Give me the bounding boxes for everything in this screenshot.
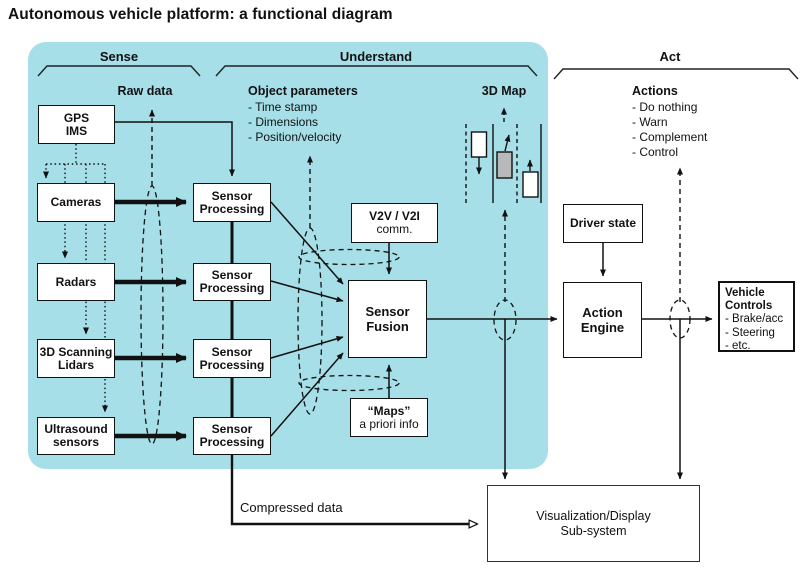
action-item: - Do nothing bbox=[632, 100, 698, 114]
vehicle-controls-title: Vehicle Controls bbox=[725, 287, 773, 313]
action-junction-ellipse bbox=[669, 299, 691, 339]
section-label-understand: Understand bbox=[339, 49, 413, 64]
box-visualization-subsystem: Visualization/Display Sub-system bbox=[487, 485, 700, 562]
label-raw-data: Raw data bbox=[117, 84, 173, 98]
maps-line1: “Maps” bbox=[367, 403, 411, 418]
action-item: - Control bbox=[632, 145, 679, 159]
object-parameters-title: Object parameters bbox=[248, 84, 358, 98]
object-parameter-item: - Position/velocity bbox=[248, 130, 342, 144]
box-radars: Radars bbox=[37, 263, 115, 301]
action-item: - Warn bbox=[632, 115, 668, 129]
label-compressed-data: Compressed data bbox=[240, 500, 343, 515]
vehicle-controls-item: - etc. bbox=[725, 339, 751, 352]
box-ultrasound-sensors: Ultrasound sensors bbox=[37, 417, 115, 455]
box-maps-apriori: “Maps” a priori info bbox=[350, 398, 428, 437]
box-sensor-processing-3: Sensor Processing bbox=[193, 339, 271, 378]
vehicle-controls-item: - Brake/acc bbox=[725, 313, 784, 326]
vehicle-controls-item: - Steering bbox=[725, 326, 775, 339]
act-brace bbox=[553, 68, 799, 80]
section-label-act: Act bbox=[659, 49, 681, 64]
box-gps-ims: GPS IMS bbox=[38, 105, 115, 144]
label-actions: Actions - Do nothing - Warn - Complement… bbox=[632, 84, 707, 160]
box-driver-state: Driver state bbox=[563, 204, 643, 243]
box-sensor-fusion: Sensor Fusion bbox=[348, 280, 427, 358]
label-3d-map: 3D Map bbox=[481, 84, 527, 98]
box-cameras: Cameras bbox=[37, 183, 115, 222]
label-object-parameters: Object parameters - Time stamp - Dimensi… bbox=[248, 84, 358, 145]
box-vehicle-controls: Vehicle Controls - Brake/acc - Steering … bbox=[718, 281, 795, 352]
maps-line2: a priori info bbox=[359, 416, 419, 431]
box-action-engine: Action Engine bbox=[563, 282, 642, 358]
object-parameter-item: - Time stamp bbox=[248, 100, 318, 114]
diagram-title: Autonomous vehicle platform: a functiona… bbox=[8, 6, 393, 23]
box-sensor-processing-1: Sensor Processing bbox=[193, 183, 271, 222]
object-parameter-item: - Dimensions bbox=[248, 115, 319, 129]
action-item: - Complement bbox=[632, 130, 708, 144]
section-label-sense: Sense bbox=[99, 49, 139, 64]
box-sensor-processing-2: Sensor Processing bbox=[193, 263, 271, 301]
box-v2v-comm: V2V / V2I comm. bbox=[351, 203, 438, 243]
v2v-line2: comm. bbox=[376, 222, 413, 236]
v2v-line1: V2V / V2I bbox=[369, 209, 420, 223]
actions-title: Actions bbox=[632, 84, 678, 98]
box-sensor-processing-4: Sensor Processing bbox=[193, 417, 271, 455]
box-3d-scanning-lidars: 3D Scanning Lidars bbox=[37, 339, 115, 378]
